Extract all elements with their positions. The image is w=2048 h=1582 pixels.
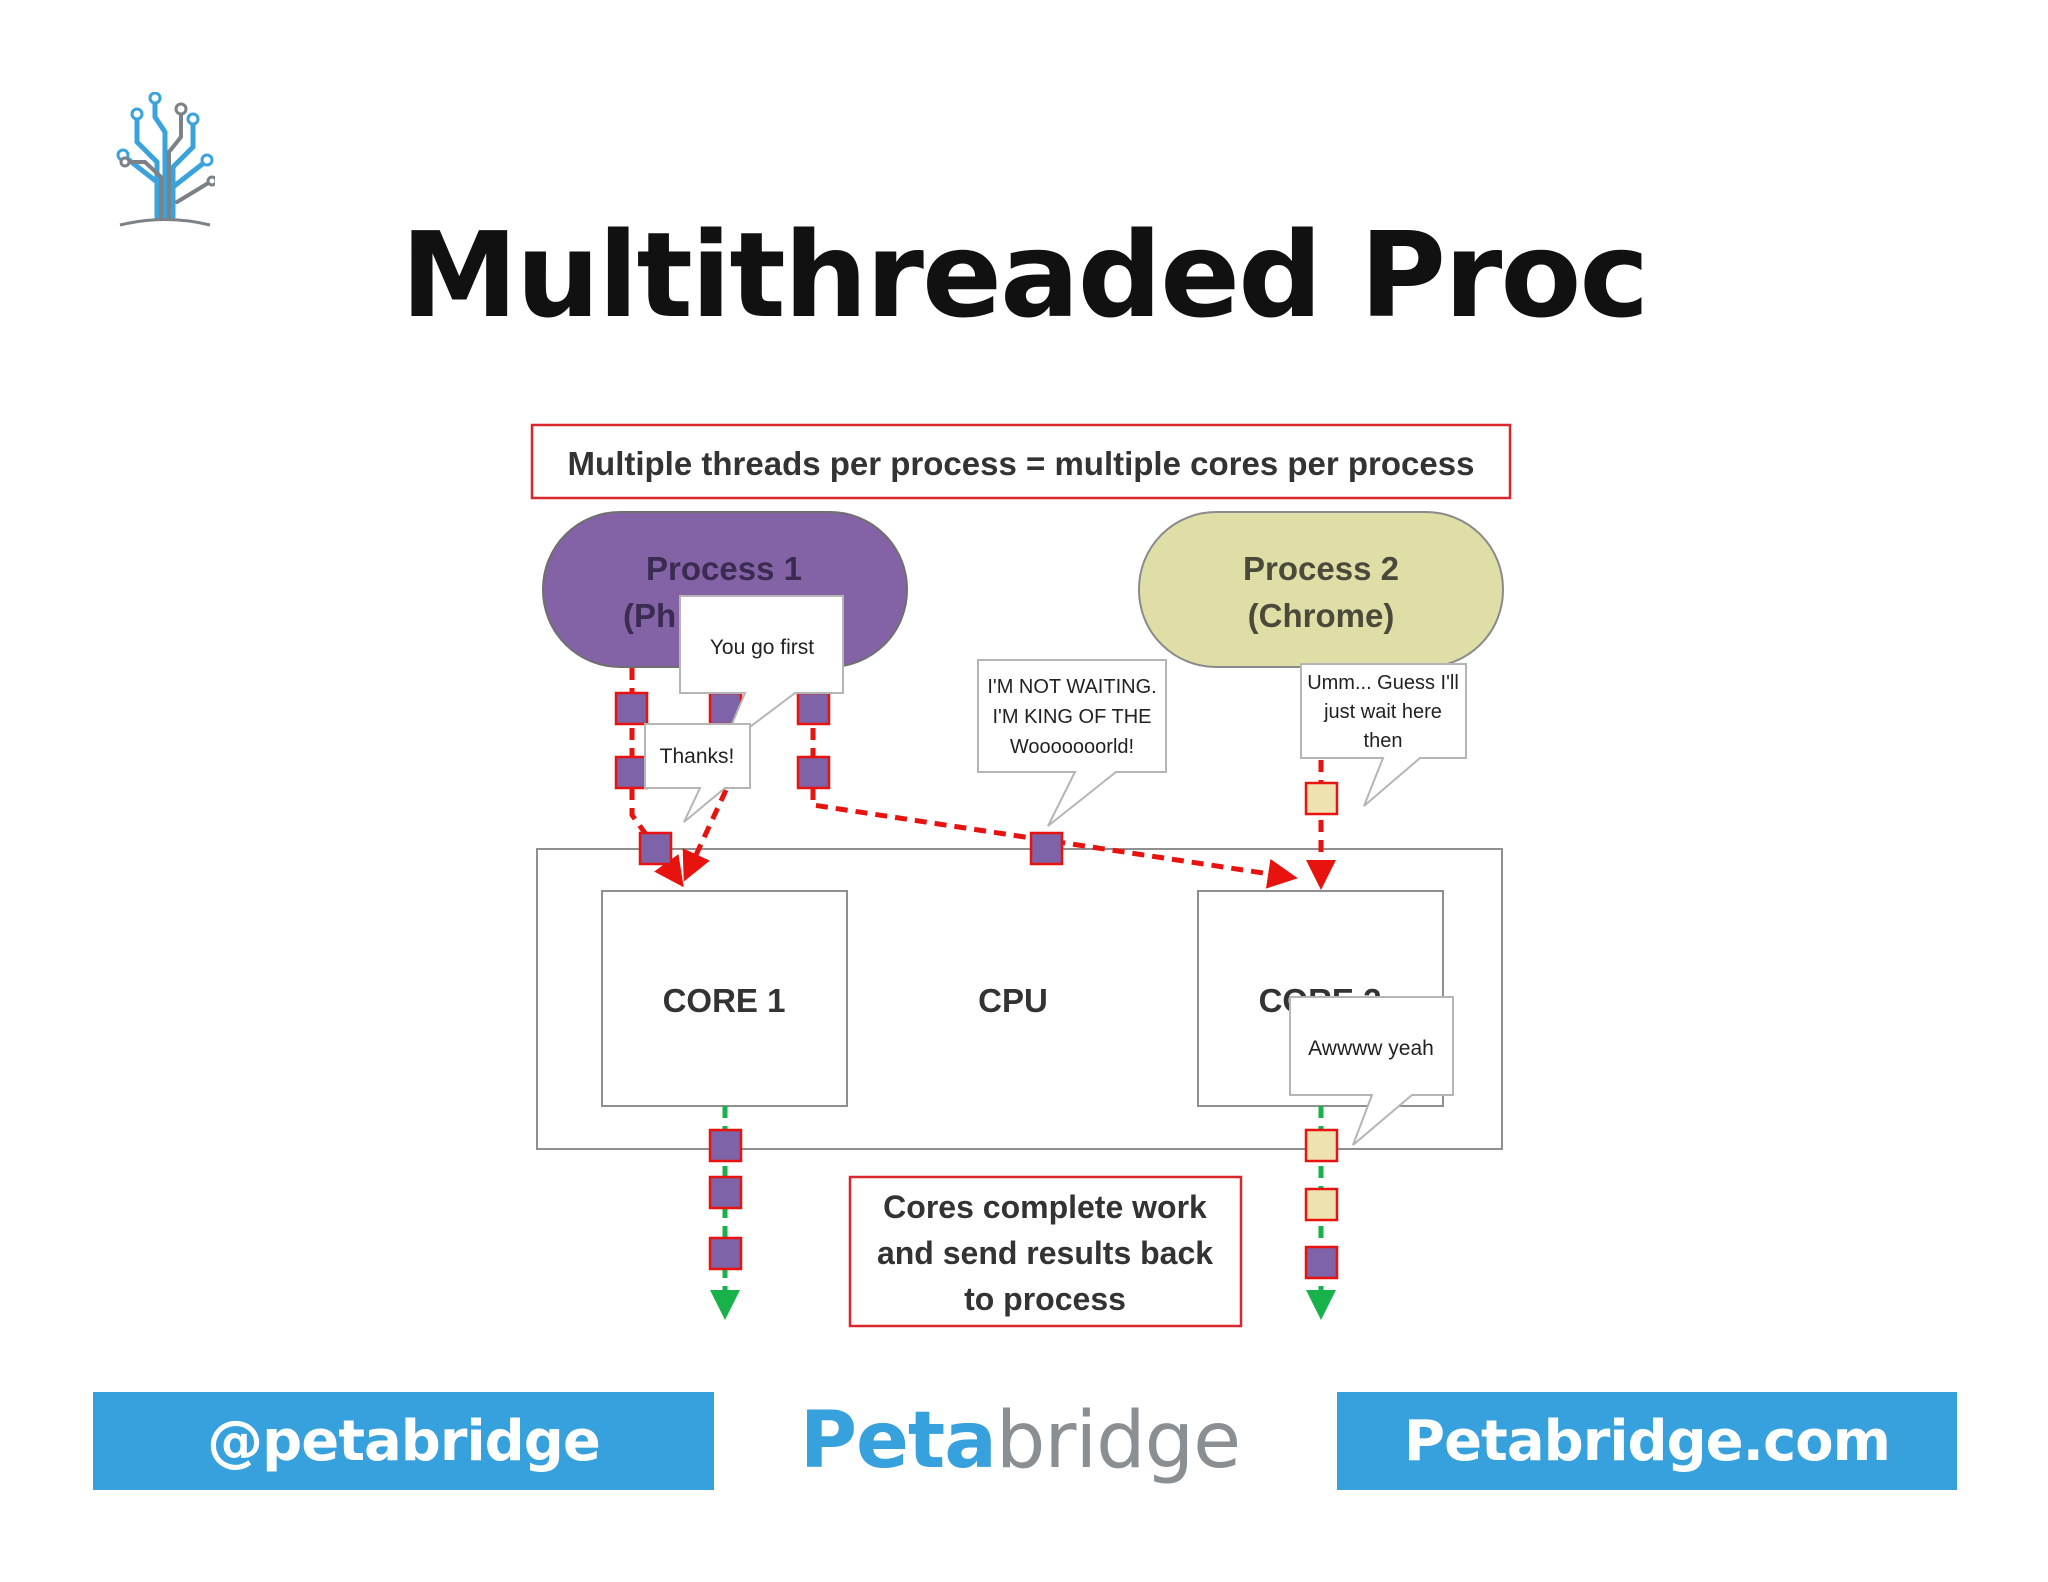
thread-arrow-p1-mid xyxy=(682,788,729,882)
speech-bubble-awwww xyxy=(1289,996,1454,1146)
thread-square xyxy=(614,755,649,790)
note-text-1: Cores complete work xyxy=(883,1189,1207,1225)
bubble-text-not-waiting-1: I'M NOT WAITING. xyxy=(987,676,1156,698)
website-banner[interactable]: Petabridge.com xyxy=(1337,1392,1957,1490)
slide-title: Multithreaded Proc xyxy=(400,206,1650,344)
bubble-text-awwww: Awwww yeah xyxy=(1308,1037,1434,1060)
thread-square xyxy=(708,1128,743,1163)
thread-square xyxy=(708,1175,743,1210)
process-2-label: Process 2 xyxy=(1243,550,1399,587)
speech-bubble-not-waiting xyxy=(977,659,1167,827)
bubble-text-guess-wait-2: just wait here xyxy=(1323,701,1442,723)
bubble-text-guess-wait-3: then xyxy=(1364,730,1403,752)
thread-square xyxy=(796,755,831,790)
brand-text-bridge: bridge xyxy=(995,1396,1241,1486)
website-text: Petabridge.com xyxy=(1404,1408,1891,1474)
bubble-text-not-waiting-3: Wooooooorld! xyxy=(1010,736,1134,758)
petabridge-tree-logo xyxy=(116,92,215,227)
core-1-box xyxy=(601,890,848,1107)
speech-bubble-thanks xyxy=(644,723,751,823)
bubble-text-thanks: Thanks! xyxy=(660,745,735,768)
process-2-pill xyxy=(1138,511,1504,668)
core-1-label: CORE 1 xyxy=(663,982,786,1019)
bubble-text-guess-wait-1: Umm... Guess I'll xyxy=(1307,672,1459,694)
process-1-name: (Ph xyxy=(623,597,676,634)
note-text-2: and send results back xyxy=(877,1235,1213,1271)
twitter-handle-banner[interactable]: @petabridge xyxy=(93,1392,714,1490)
note-box xyxy=(848,1175,1243,1328)
thread-square xyxy=(614,691,649,726)
speech-bubble-you-go-first xyxy=(679,595,844,752)
bubble-text-you-go-first: You go first xyxy=(710,636,814,659)
thread-square xyxy=(1304,1187,1339,1222)
brand-text-peta: Peta xyxy=(799,1396,997,1486)
headline-box xyxy=(530,423,1512,500)
headline-text: Multiple threads per process = multiple … xyxy=(568,445,1475,482)
thread-square xyxy=(1304,781,1339,816)
thread-square xyxy=(796,691,831,726)
thread-square xyxy=(708,1236,743,1271)
speech-bubble-guess-wait xyxy=(1300,663,1467,807)
bubble-text-not-waiting-2: I'M KING OF THE xyxy=(992,706,1151,728)
twitter-handle-text: @petabridge xyxy=(207,1408,601,1474)
cpu-label: CPU xyxy=(978,982,1048,1019)
thread-square xyxy=(638,831,673,866)
thread-square xyxy=(1304,1128,1339,1163)
process-2-name: (Chrome) xyxy=(1248,597,1395,634)
thread-square xyxy=(1029,831,1064,866)
note-text-3: to process xyxy=(964,1281,1126,1317)
thread-square xyxy=(1304,1245,1339,1280)
process-1-label: Process 1 xyxy=(646,550,802,587)
